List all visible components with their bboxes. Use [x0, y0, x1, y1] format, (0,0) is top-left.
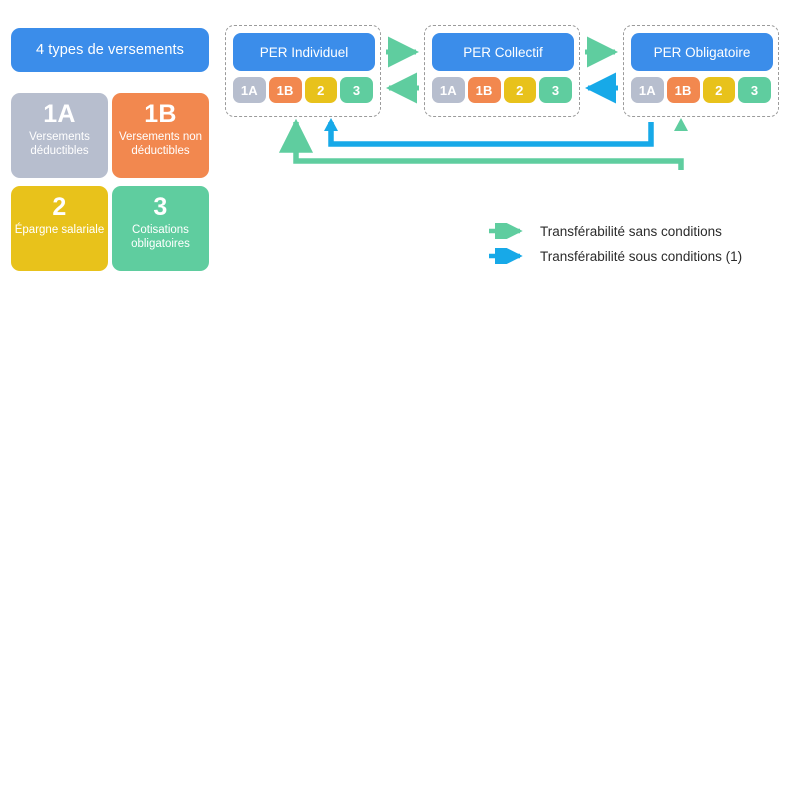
- per-collectif-chip-3[interactable]: 3: [539, 77, 572, 103]
- legend-row-sans-conditions: Transférabilité sans conditions: [487, 220, 742, 242]
- per-individuel-chip-row: 1A 1B 2 3: [233, 77, 373, 103]
- legend-label-sans-conditions: Transférabilité sans conditions: [540, 223, 722, 239]
- type-card-1a-code: 1A: [43, 100, 76, 128]
- per-obligatoire-chip-3[interactable]: 3: [738, 77, 771, 103]
- per-individuel-chip-1a[interactable]: 1A: [233, 77, 266, 103]
- per-obligatoire-header[interactable]: PER Obligatoire: [631, 33, 773, 71]
- type-card-2: 2 Épargne salariale: [11, 186, 108, 271]
- type-card-2-code: 2: [52, 193, 67, 221]
- flow-individuel-to-obligatoire: [328, 122, 654, 147]
- type-card-3-code: 3: [153, 193, 168, 221]
- per-collectif-chip-1a[interactable]: 1A: [432, 77, 465, 103]
- per-collectif-title: PER Collectif: [463, 44, 543, 60]
- per-group-collectif[interactable]: PER Collectif 1A 1B 2 3: [424, 25, 580, 117]
- type-card-1b: 1B Versements non déductibles: [112, 93, 209, 178]
- flow-legend: Transférabilité sans conditions Transfér…: [487, 220, 742, 270]
- per-individuel-chip-3[interactable]: 3: [340, 77, 373, 103]
- legend-row-sous-conditions: Transférabilité sous conditions (1): [487, 245, 742, 267]
- type-card-1a: 1A Versements déductibles: [11, 93, 108, 178]
- type-card-3-desc: Cotisations obligatoires: [131, 224, 190, 250]
- per-individuel-title: PER Individuel: [259, 44, 349, 60]
- per-group-obligatoire[interactable]: PER Obligatoire 1A 1B 2 3: [623, 25, 779, 117]
- per-collectif-chip-row: 1A 1B 2 3: [432, 77, 572, 103]
- legend-title-text: 4 types de versements: [36, 42, 184, 58]
- type-card-1b-desc: Versements non déductibles: [118, 131, 203, 157]
- legend-arrow-blue-icon: [489, 248, 523, 264]
- flow-obligatoire-to-individuel: [278, 118, 684, 170]
- per-individuel-chip-1b[interactable]: 1B: [268, 77, 302, 103]
- arrowhead-up-individuel-blue: [324, 118, 338, 131]
- per-individuel-chip-2[interactable]: 2: [304, 77, 338, 103]
- legend-arrow-green-icon: [489, 223, 523, 239]
- per-obligatoire-chip-2[interactable]: 2: [702, 77, 736, 103]
- per-group-individuel[interactable]: PER Individuel 1A 1B 2 3: [225, 25, 381, 117]
- per-obligatoire-chip-1a[interactable]: 1A: [631, 77, 664, 103]
- per-obligatoire-chip-1b[interactable]: 1B: [666, 77, 700, 103]
- per-obligatoire-title: PER Obligatoire: [653, 44, 751, 60]
- per-obligatoire-chip-row: 1A 1B 2 3: [631, 77, 771, 103]
- legend-title-pill: 4 types de versements: [11, 28, 209, 72]
- per-collectif-chip-1b[interactable]: 1B: [467, 77, 501, 103]
- type-card-3: 3 Cotisations obligatoires: [112, 186, 209, 271]
- arrowhead-up-obligatoire-green: [674, 118, 688, 131]
- type-card-2-desc: Épargne salariale: [14, 224, 105, 236]
- per-collectif-header[interactable]: PER Collectif: [432, 33, 574, 71]
- per-individuel-header[interactable]: PER Individuel: [233, 33, 375, 71]
- type-card-1a-desc: Versements déductibles: [29, 131, 90, 157]
- legend-label-sous-conditions: Transférabilité sous conditions (1): [540, 248, 743, 264]
- per-collectif-chip-2[interactable]: 2: [503, 77, 537, 103]
- type-card-1b-code: 1B: [144, 100, 177, 128]
